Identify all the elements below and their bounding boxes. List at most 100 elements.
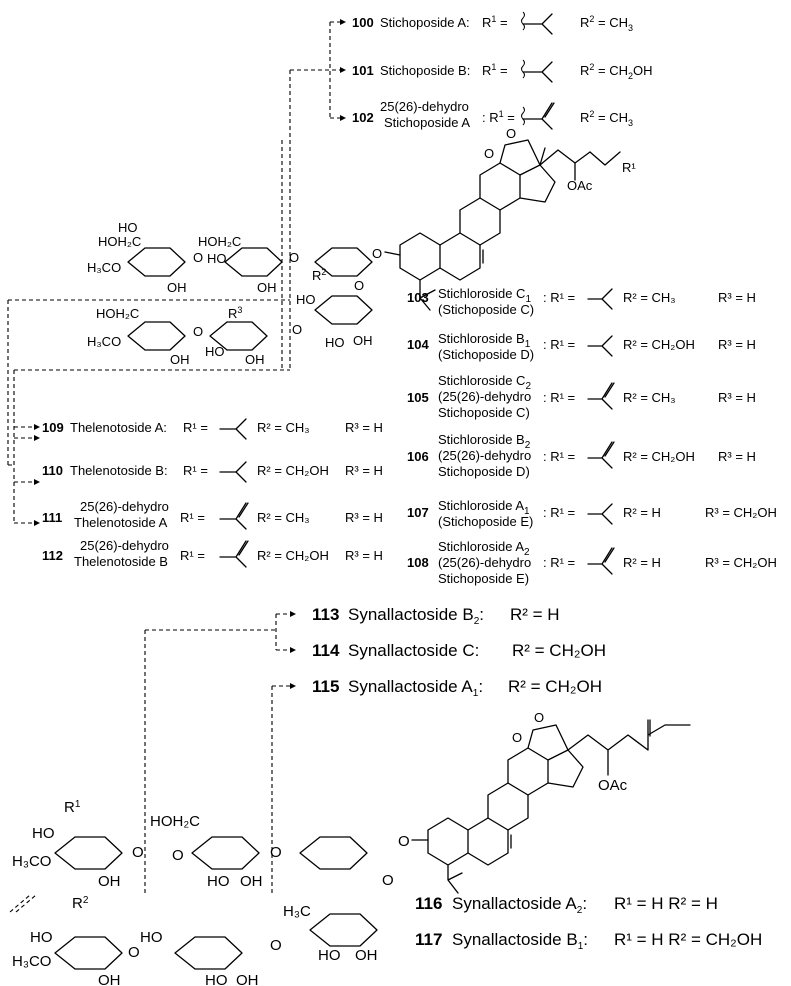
- compound-102-name-l1: 25(26)-dehydro: [380, 99, 469, 114]
- compound-109-r3: R³ = H: [345, 420, 383, 435]
- compound-110-r2: R² = CH₂OH: [257, 463, 329, 478]
- compound-105-r2: R² = CH₃: [623, 390, 676, 405]
- sugar5-o: O: [193, 324, 203, 339]
- compound-101-number: 101: [352, 63, 374, 78]
- compound-110-r3: R³ = H: [345, 463, 383, 478]
- compound-111-r2: R² = CH₃: [257, 510, 310, 525]
- compound-109-number: 109: [42, 420, 64, 435]
- top-r1-label: R¹: [622, 160, 636, 175]
- top-lactone-oxygen: O: [506, 126, 516, 141]
- compound-100-r2: R2 = CH3: [580, 14, 633, 33]
- compound-108-l1: Stichloroside A2: [438, 539, 530, 558]
- compound-105-l2: (25(26)-dehydro: [438, 389, 531, 404]
- compound-110-number: 110: [42, 463, 63, 478]
- sugar2-hoh2c: HOH₂C: [198, 234, 241, 249]
- compound-110-r1: R¹ =: [183, 463, 208, 478]
- compound-107-r2: R² = H: [623, 505, 661, 520]
- compound-107-r1: : R¹ =: [543, 505, 575, 520]
- compound-116-name: Synallactoside A2:: [452, 894, 587, 916]
- sugar3-o-link: O: [354, 278, 364, 293]
- compound-106-r2: R² = CH₂OH: [623, 449, 695, 464]
- compound-107-r3: R³ = CH₂OH: [705, 505, 777, 520]
- bottom-glycoside-oxygen: O: [398, 833, 410, 850]
- compound-101-name: Stichoposide B:: [380, 63, 470, 78]
- compound-104-r3: R³ = H: [718, 337, 756, 352]
- bsugar1-oh: OH: [98, 873, 121, 890]
- compound-104-r2: R² = CH₂OH: [623, 337, 695, 352]
- compound-101-r2: R2 = CH2OH: [580, 62, 653, 81]
- compound-111-r1: R¹ =: [180, 510, 205, 525]
- compound-117-r: R¹ = H R² = CH₂OH: [614, 930, 762, 949]
- compound-116-number: 116: [415, 894, 442, 913]
- compound-113-r: R² = H: [510, 605, 560, 624]
- top-glycoside-oxygen: O: [372, 246, 382, 261]
- bsugar1-h3co: H₃CO: [12, 853, 51, 870]
- top-carbonyl-oxygen: O: [484, 146, 494, 161]
- bottom-carbonyl-oxygen: O: [512, 730, 522, 745]
- bsugar2-o-link: O: [172, 847, 184, 864]
- compound-111-r3: R³ = H: [345, 510, 383, 525]
- bsugar3-o-link: O: [382, 872, 394, 889]
- compound-108-l3: Stichoposide E): [438, 571, 529, 586]
- compound-115-r: R² = CH₂OH: [508, 677, 602, 696]
- bsugar4-h3c: H₃C: [283, 903, 311, 920]
- compound-105-l1: Stichloroside C2: [438, 373, 531, 392]
- compound-106-r1: : R¹ =: [543, 449, 575, 464]
- top-aglycone: O O R¹ OAc O: [372, 126, 636, 311]
- compound-111-l1: 25(26)-dehydro: [80, 499, 169, 514]
- compound-113-number: 113: [312, 605, 339, 624]
- sugar2-oh: OH: [257, 280, 277, 295]
- compound-109-name: Thelenotoside A:: [70, 420, 167, 435]
- compound-100-r1: R1 =: [482, 14, 508, 30]
- compound-106-r3: R³ = H: [718, 449, 756, 464]
- bottom-aglycone: O O OAc O: [398, 710, 691, 894]
- compound-103-l1: Stichloroside C1: [438, 286, 531, 305]
- sugar4-o: O: [292, 322, 302, 337]
- compound-105-r1: : R¹ =: [543, 390, 575, 405]
- compound-106-number: 106: [407, 449, 429, 464]
- sugar6-oh: OH: [245, 352, 265, 367]
- bsugar1-o: O: [132, 844, 144, 861]
- sugar5-h3co: H₃CO: [87, 334, 121, 349]
- compound-105-l3: Stichoposide C): [438, 405, 530, 420]
- sugar4-oh: OH: [353, 333, 373, 348]
- compound-112-r3: R³ = H: [345, 548, 383, 563]
- compound-112-number: 112: [42, 548, 63, 563]
- compound-102-r2: R2 = CH3: [580, 109, 633, 128]
- sugar1-hoh2c: HOH₂C: [98, 234, 141, 249]
- bsugar2-oh: OH: [240, 873, 263, 890]
- sugar2-ho: HO: [207, 251, 227, 266]
- bsugar1-ho: HO: [32, 825, 55, 842]
- legend-113-115: 113 Synallactoside B2: R² = H 114 Synall…: [144, 605, 606, 895]
- bsugar4-o: O: [270, 937, 282, 954]
- top-sugar-chain: HOH₂C HO H₃CO OH O HOH₂C HO OH O O R2 HO…: [87, 220, 373, 367]
- compound-115-name: Synallactoside A1:: [348, 677, 483, 699]
- legend-109-112: 109 Thelenotoside A: R¹ = R² = CH₃ R³ = …: [7, 299, 383, 569]
- compound-117-number: 117: [415, 930, 442, 949]
- bsugar6-ho2: HO: [205, 972, 228, 986]
- compound-108-r1: : R¹ =: [543, 555, 575, 570]
- compound-105-number: 105: [407, 390, 429, 405]
- bsugar6-oh: OH: [236, 972, 259, 986]
- compound-103-r2: R² = CH₃: [623, 290, 676, 305]
- compound-108-l2: (25(26)-dehydro: [438, 555, 531, 570]
- compound-104-number: 104: [407, 337, 429, 352]
- bottom-lactone-oxygen: O: [534, 710, 544, 725]
- compound-109-r2: R² = CH₃: [257, 420, 310, 435]
- compound-106-l2: (25(26)-dehydro: [438, 448, 531, 463]
- compound-109-r1: R¹ =: [183, 420, 208, 435]
- compound-114-name: Synallactoside C:: [348, 641, 479, 660]
- compound-114-r: R² = CH₂OH: [512, 641, 606, 660]
- compound-108-r2: R² = H: [623, 555, 661, 570]
- bsugar5-o: O: [128, 944, 140, 961]
- compound-112-l1: 25(26)-dehydro: [80, 538, 169, 553]
- compound-112-r1: R¹ =: [180, 548, 205, 563]
- compound-103-r1: : R¹ =: [543, 290, 575, 305]
- bsugar5-oh: OH: [98, 972, 121, 986]
- sugar4-ho2: HO: [325, 335, 345, 350]
- sugar6-r3: R3: [228, 305, 242, 321]
- bsugar2-hoh2c: HOH₂C: [150, 813, 200, 830]
- compound-103-r3: R³ = H: [718, 290, 756, 305]
- compound-112-r2: R² = CH₂OH: [257, 548, 329, 563]
